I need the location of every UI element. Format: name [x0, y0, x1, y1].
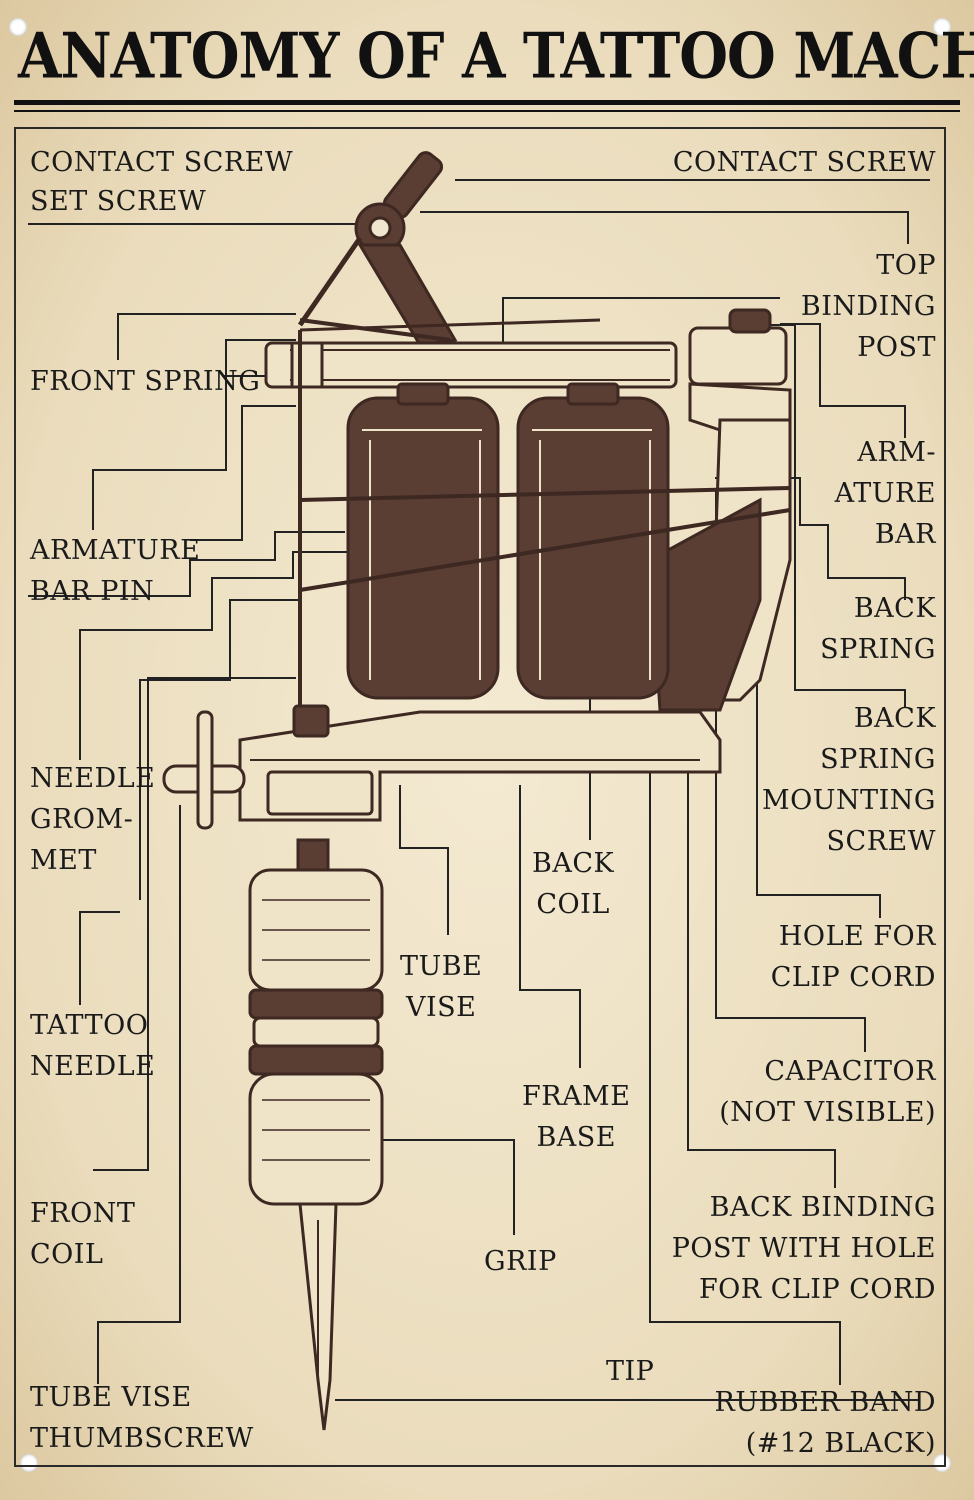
- label-contact-screw-left: CONTACT SCREW: [30, 147, 294, 178]
- mount-hole-top-right: [933, 18, 951, 36]
- label-back-coil: BACK COIL: [532, 848, 615, 920]
- label-front-spring: FRONT SPRING: [30, 366, 261, 397]
- label-rubber-band: RUBBER BAND (#12 BLACK): [714, 1387, 936, 1459]
- label-armature-bar-pin: ARMATURE BAR PIN: [30, 535, 201, 607]
- leader-back-binding-post: [687, 660, 836, 1188]
- leader-needle-grommet: [28, 531, 345, 597]
- top-binding-post-drawing: [688, 326, 788, 386]
- armature-bar-drawing: [264, 341, 678, 389]
- diagram-frame: [14, 127, 946, 1467]
- label-tattoo-needle: TATTOO NEEDLE: [30, 1010, 156, 1082]
- label-grip: GRIP: [484, 1246, 557, 1277]
- leader-tube-vise: [399, 785, 449, 935]
- leader-rubber-band: [649, 755, 841, 1385]
- label-back-spring-mounting-screw: BACK SPRING MOUNTING SCREW: [761, 703, 936, 857]
- poster-title: ANATOMY OF A TATTOO MACHINE: [18, 19, 974, 93]
- label-contact-screw-right: CONTACT SCREW: [672, 147, 936, 178]
- leader-back-spring-mounting-screw: [744, 324, 906, 707]
- label-frame-base: FRAME BASE: [522, 1081, 631, 1153]
- grip-lower: [248, 1072, 384, 1206]
- label-tube-vise: TUBE VISE: [400, 951, 483, 1023]
- title-rule-thin: [14, 110, 960, 112]
- label-needle-grommet: NEEDLE GROM- MET: [30, 763, 156, 876]
- leader-tattoo-needle-top: [79, 551, 408, 760]
- label-back-binding-post: BACK BINDING POST WITH HOLE FOR CLIP COR…: [671, 1192, 936, 1305]
- mount-hole-bottom-right: [933, 1454, 951, 1472]
- leader-armature-bar-pin: [92, 339, 296, 530]
- leader-armature-bar-pin-2: [190, 405, 296, 541]
- leader-grip: [345, 1139, 515, 1235]
- tube-vise-drawing: [266, 770, 374, 816]
- leader-top-binding-post: [420, 211, 909, 244]
- leader-frame-base: [519, 785, 581, 1068]
- leader-front-spring: [117, 313, 296, 360]
- leader-armature-bar-2: [780, 323, 906, 438]
- leader-needle-grommet-2: [139, 599, 300, 900]
- label-front-coil: FRONT COIL: [30, 1198, 136, 1270]
- leader-tattoo-needle: [79, 911, 120, 1005]
- mount-hole-top-left: [9, 18, 27, 36]
- label-tube-vise-thumbscrew: TUBE VISE THUMBSCREW: [30, 1382, 254, 1454]
- label-tip: TIP: [606, 1356, 655, 1387]
- label-armature-bar: ARM- ATURE BAR: [834, 437, 936, 550]
- leader-front-coil: [93, 677, 296, 1171]
- label-top-binding-post: TOP BINDING POST: [800, 250, 936, 363]
- title-rule-thick: [14, 100, 960, 105]
- label-capacitor: CAPACITOR (NOT VISIBLE): [719, 1056, 936, 1128]
- machine-drawing: [162, 151, 792, 1431]
- leader-tube-vise-thumbscrew: [97, 805, 181, 1384]
- label-back-spring: BACK SPRING: [820, 593, 936, 665]
- label-set-screw: SET SCREW: [30, 186, 207, 217]
- leader-armature-bar: [502, 297, 780, 360]
- mount-hole-bottom-left: [20, 1454, 38, 1472]
- leader-back-spring: [715, 477, 906, 600]
- label-hole-for-clip-cord: HOLE FOR CLIP CORD: [770, 921, 936, 993]
- front-spring-arm: [357, 243, 458, 347]
